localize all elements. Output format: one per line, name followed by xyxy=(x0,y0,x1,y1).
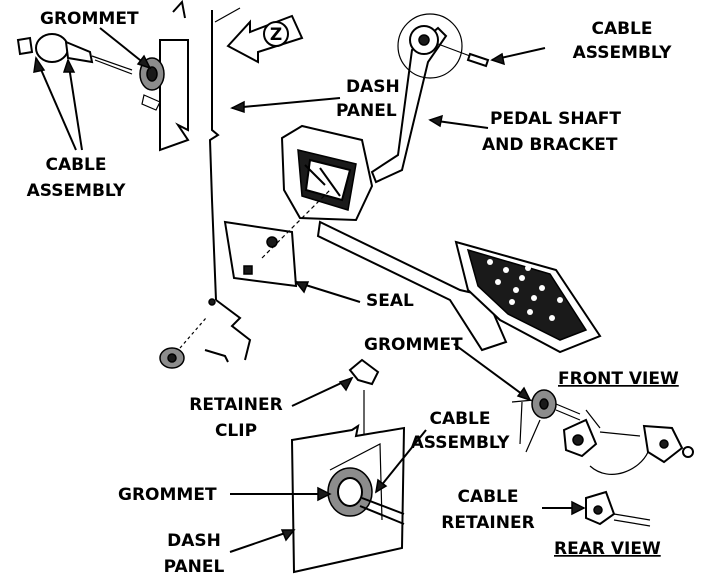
front-view-drawing xyxy=(511,389,694,475)
rear-view-label: REAR VIEW xyxy=(554,539,661,559)
grommet-mid-label: GROMMET xyxy=(364,335,463,355)
dash-panel-top-label-line1: DASH xyxy=(346,77,400,97)
cable-retainer-label-line2: RETAINER xyxy=(441,513,534,533)
pedal-shaft-drawing xyxy=(280,13,602,354)
seal-label: SEAL xyxy=(366,291,414,311)
grommet-top-label: GROMMET xyxy=(40,9,139,29)
cable-assembly-mid-label-line1: CABLE xyxy=(429,409,490,429)
cable-assembly-left-label-line2: ASSEMBLY xyxy=(27,181,127,201)
direction-marker-label: Z xyxy=(270,25,282,45)
cable-assembly-left-label-line1: CABLE xyxy=(45,155,106,175)
rear-view-drawing xyxy=(585,490,651,527)
pedal-shaft-label-line1: PEDAL SHAFT xyxy=(490,109,621,129)
grommet-bottom-label: GROMMET xyxy=(118,485,217,505)
seal-drawing xyxy=(223,189,331,288)
arrowheads xyxy=(33,52,586,542)
front-view-label: FRONT VIEW xyxy=(558,369,679,389)
cable-assembly-mid-label-line2: ASSEMBLY xyxy=(411,433,511,453)
retainer-clip-drawing xyxy=(348,358,380,436)
dash-panel-lower-drawing xyxy=(290,423,406,574)
dash-panel-main-drawing xyxy=(204,7,252,363)
cable-assembly-top-label-line1: CABLE xyxy=(591,19,652,39)
dash-panel-bottom-label-line2: PANEL xyxy=(164,557,225,577)
pedal-shaft-label-line2: AND BRACKET xyxy=(482,135,618,155)
cable-retainer-label-line1: CABLE xyxy=(457,487,518,507)
dash-panel-top-label-line2: PANEL xyxy=(336,101,397,121)
direction-arrow-icon: Z xyxy=(226,14,304,64)
retainer-clip-label-line2: CLIP xyxy=(215,421,257,441)
dash-panel-upper-left-drawing xyxy=(159,0,190,152)
dash-panel-bottom-label-line1: DASH xyxy=(167,531,221,551)
cable-assembly-top-label-line2: ASSEMBLY xyxy=(573,43,673,63)
cable-assembly-upper-left-drawing xyxy=(16,33,165,111)
retainer-clip-label-line1: RETAINER xyxy=(189,395,282,415)
nut-drawing xyxy=(159,298,216,369)
